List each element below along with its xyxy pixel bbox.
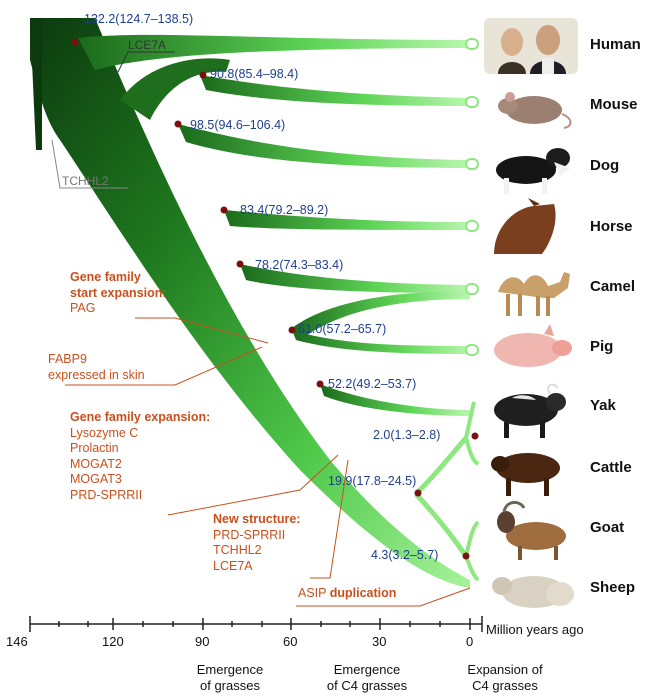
- caption-line: Emergence: [197, 662, 263, 677]
- axis-tick-label: 0: [466, 634, 473, 649]
- pig-picture: [484, 320, 578, 378]
- note-new-structure: New structure: PRD-SPRRII TCHHL2 LCE7A: [213, 512, 301, 574]
- axis-tick-label: 146: [6, 634, 28, 649]
- mouse-picture: [484, 78, 578, 132]
- sheep-picture: [484, 562, 578, 616]
- note-fabp-line-2: expressed in skin: [48, 368, 145, 382]
- caption-line: C4 grasses: [472, 678, 538, 693]
- note-start-item: PAG: [70, 301, 95, 315]
- camel-picture: [484, 258, 578, 318]
- axis-tick-label: 30: [372, 634, 386, 649]
- species-label-pig: Pig: [590, 338, 613, 355]
- caption-line: Expansion of: [467, 662, 542, 677]
- dog-picture: [484, 136, 578, 196]
- node-label: 90.8(85.4–98.4): [210, 67, 298, 81]
- node-label: 132.2(124.7–138.5): [84, 12, 193, 26]
- species-label-horse: Horse: [590, 218, 633, 235]
- note-expansion-item: MOGAT3: [70, 472, 122, 486]
- cattle-picture: [484, 442, 578, 498]
- node-label: 52.2(49.2–53.7): [328, 377, 416, 391]
- time-axis: [30, 616, 482, 632]
- node-label: 83.4(79.2–89.2): [240, 203, 328, 217]
- note-expansion-item: Prolactin: [70, 441, 119, 455]
- axis-tick-label: 90: [195, 634, 209, 649]
- note-start-title-1: Gene family: [70, 270, 141, 284]
- species-label-camel: Camel: [590, 278, 635, 295]
- note-gene-family-expansion: Gene family expansion: Lysozyme C Prolac…: [70, 410, 210, 503]
- note-asip-event: duplication: [330, 586, 397, 600]
- note-asip-gene: ASIP: [298, 586, 326, 600]
- axis-caption-c4-grasses: Emergence of C4 grasses: [307, 662, 427, 694]
- note-fabp9: FABP9 expressed in skin: [48, 352, 145, 383]
- species-label-goat: Goat: [590, 519, 624, 536]
- root-stub: [30, 18, 42, 150]
- axis-unit-label: Million years ago: [486, 622, 584, 637]
- note-expansion-item: Lysozyme C: [70, 426, 138, 440]
- twig-bovid-main: [416, 438, 466, 556]
- node-label: 4.3(3.2–5.7): [371, 548, 438, 562]
- node-label: 98.5(94.6–106.4): [190, 118, 285, 132]
- axis-caption-c4-expansion: Expansion of C4 grasses: [450, 662, 560, 694]
- caption-line: Emergence: [334, 662, 400, 677]
- human-picture: [484, 18, 578, 74]
- yak-picture: [484, 382, 578, 440]
- note-new-item: PRD-SPRRII: [213, 528, 285, 542]
- node-label: 78.2(74.3–83.4): [255, 258, 343, 272]
- species-label-mouse: Mouse: [590, 96, 638, 113]
- note-expansion-title: Gene family expansion:: [70, 410, 210, 424]
- species-label-dog: Dog: [590, 157, 619, 174]
- note-fabp-line-1: FABP9: [48, 352, 87, 366]
- species-label-cattle: Cattle: [590, 459, 632, 476]
- note-expansion-item: PRD-SPRRII: [70, 488, 142, 502]
- axis-tick-label: 60: [283, 634, 297, 649]
- species-label-yak: Yak: [590, 397, 616, 414]
- axis-tick-label: 120: [102, 634, 124, 649]
- caption-line: of grasses: [200, 678, 260, 693]
- goat-picture: [484, 500, 578, 560]
- note-new-item: TCHHL2: [213, 543, 262, 557]
- species-label-human: Human: [590, 36, 641, 53]
- caption-line: of C4 grasses: [327, 678, 407, 693]
- twig-goat-sheep: [466, 522, 478, 580]
- node-label: 19.9(17.8–24.5): [328, 474, 416, 488]
- note-expansion-item: MOGAT2: [70, 457, 122, 471]
- note-new-title: New structure:: [213, 512, 301, 526]
- species-label-sheep: Sheep: [590, 579, 635, 596]
- note-asip-duplication: ASIP duplication: [298, 586, 396, 602]
- note-start-title-2: start expansion:: [70, 286, 167, 300]
- gene-label-lce7a: LCE7A: [128, 38, 166, 52]
- axis-caption-grasses: Emergence of grasses: [182, 662, 278, 694]
- note-new-item: LCE7A: [213, 559, 253, 573]
- note-gene-family-start: Gene family start expansion: PAG: [70, 270, 167, 317]
- node-label: 2.0(1.3–2.8): [373, 428, 440, 442]
- horse-picture: [484, 198, 578, 254]
- node-label: 61.0(57.2–65.7): [298, 322, 386, 336]
- gene-label-tchhl2: TCHHL2: [62, 174, 109, 188]
